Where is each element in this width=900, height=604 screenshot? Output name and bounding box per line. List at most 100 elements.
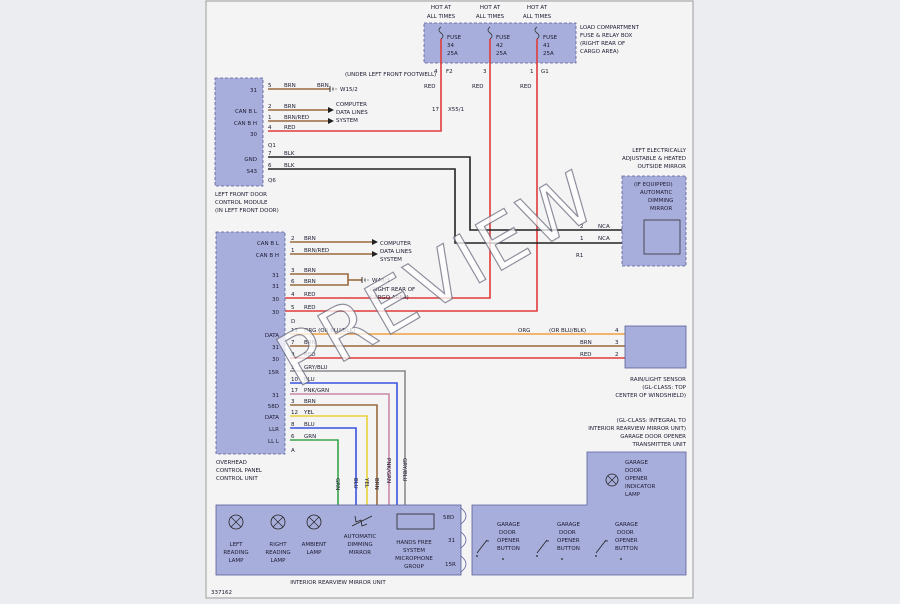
svg-text:34: 34	[447, 43, 454, 49]
rv-item-5d: GROUP	[404, 564, 424, 570]
outside-mirror: LEFT ELECTRICALLY ADJUSTABLE & HEATED OU…	[576, 148, 687, 267]
splice-pin: 17	[432, 107, 439, 113]
door-pin-1: 1	[268, 115, 272, 121]
oh-wire-org: ORG (OR BLU/BLK)	[304, 328, 355, 334]
oh-computer-1: COMPUTER	[380, 241, 411, 247]
oh-pin-6b: 6	[291, 434, 295, 440]
rv-connector-icon	[460, 507, 467, 573]
fuse-hot-label-1a: HOT AT	[431, 5, 452, 11]
fuse-hot-label-2b: ALL TIMES	[476, 14, 505, 20]
fuse-pin-3: 3	[483, 69, 487, 75]
door-pin-label-canh: CAN B H	[234, 121, 257, 127]
mirror-title-2: ADJUSTABLE & HEATED	[622, 156, 686, 162]
svg-text:GARAGE: GARAGE	[615, 522, 639, 528]
door-pin-5: 5	[268, 83, 272, 89]
ground-symbol-icon	[361, 277, 369, 283]
oh-computer-3: SYSTEM	[380, 257, 402, 263]
door-computer-2: DATA LINES	[336, 110, 368, 116]
svg-text:25A: 25A	[543, 51, 554, 57]
door-wire-blk-1: BLK	[284, 151, 295, 157]
door-ground-name: W15/2	[340, 87, 358, 93]
oh-pin-2: 2	[291, 236, 295, 242]
rv-wire-brn: BRN	[373, 478, 379, 490]
oh-label-lll: LL L	[268, 439, 280, 445]
rv-wire-blu: BLU	[352, 478, 358, 489]
garage-lamp-2: DOOR	[625, 468, 642, 474]
rv-item-1c: LAMP	[228, 558, 244, 564]
oh-pin-6: 6	[291, 279, 295, 285]
svg-text:FUSE: FUSE	[496, 35, 511, 41]
door-pin-label-31: 31	[250, 88, 257, 94]
svg-text:DOOR: DOOR	[559, 530, 576, 536]
overhead-unit: CAN B L CAN B H 31 31 30 30 DATA 31 30 1…	[215, 231, 415, 482]
garage-note-2: INTERIOR REARVIEW MIRROR UNIT)	[588, 426, 686, 432]
oh-label-31d: 31	[272, 393, 279, 399]
oh-caption-2: CONTROL PANEL	[216, 468, 263, 474]
overhead-box	[215, 231, 286, 455]
mirror-wire-nca-2: NCA	[598, 236, 610, 242]
fuse-42: FUSE 42 25A	[487, 26, 511, 57]
svg-text:FUSE: FUSE	[447, 35, 462, 41]
garage-note-4: TRANSMITTER UNIT	[632, 442, 687, 448]
microphone-icon	[396, 513, 435, 530]
mirror-pin-1: 1	[580, 236, 584, 242]
mirror-inner-4: MIRROR	[650, 206, 672, 212]
rv-item-4a: AUTOMATIC	[344, 534, 377, 540]
rain-pin-4: 4	[615, 328, 619, 334]
fuse-41: FUSE 41 25A	[534, 26, 558, 57]
oh-caption-1: OVERHEAD	[216, 460, 247, 466]
fuse-box-title-2: FUSE & RELAY BOX	[580, 33, 633, 39]
door-conn-q6: Q6	[268, 178, 276, 184]
garage-box	[471, 451, 687, 576]
svg-text:DOOR: DOOR	[617, 530, 634, 536]
svg-text:BUTTON: BUTTON	[497, 546, 520, 552]
door-caption-1: LEFT FRONT DOOR	[215, 192, 267, 198]
oh-label-30b: 30	[272, 310, 279, 316]
wire-brn-58d	[290, 404, 378, 505]
wire-grn	[290, 439, 339, 505]
door-computer-1: COMPUTER	[336, 102, 367, 108]
fuse-box-title-3: (RIGHT REAR OF	[580, 41, 625, 47]
garage-lamp-1: GARAGE	[625, 460, 649, 466]
oh-pin-10: 10	[291, 377, 298, 383]
garage-lamp-3: OPENER	[625, 476, 648, 482]
rearview-mirror-unit: GRN BLU YEL BRN PNK/GRN GRY/BLU LEFT REA…	[215, 458, 467, 586]
garage-note-3: GARAGE DOOR OPENER	[620, 434, 686, 440]
garage-button-2: GARAGE DOOR OPENER BUTTON	[536, 522, 581, 560]
oh-pin-17: 17	[291, 388, 298, 394]
oh-ground-note-1: (RIGHT REAR OF	[370, 287, 415, 293]
mirror-inner-3: DIMMING	[648, 198, 673, 204]
wire-pnkgrn	[290, 393, 390, 505]
wire-blk-gnd	[268, 156, 640, 231]
rv-wire-pnkgrn: PNK/GRN	[385, 458, 391, 483]
dimming-mirror-icon	[351, 515, 373, 527]
oh-pin-3: 3	[291, 268, 295, 274]
fuse-pin-1: 1	[530, 69, 534, 75]
oh-label-llr: LLR	[269, 427, 279, 433]
oh-pin-3b: 3	[291, 399, 295, 405]
rain-caption-3: CENTER OF WINDSHIELD)	[615, 393, 686, 399]
oh-wire-grn: GRN	[304, 434, 316, 440]
rv-wire-yel: YEL	[363, 477, 369, 489]
rain-wire-red: RED	[580, 352, 592, 358]
door-pin-label-canl: CAN B L	[235, 109, 258, 115]
garage-button-3: GARAGE DOOR OPENER BUTTON	[595, 522, 639, 560]
oh-pin-11: 11	[291, 328, 298, 334]
fuse-hot-label-1b: ALL TIMES	[427, 14, 456, 20]
oh-label-30a: 30	[272, 297, 279, 303]
rv-item-5c: MICROPHONE	[395, 556, 433, 562]
arrow-right-icon	[328, 107, 334, 113]
wire-blu-llr	[290, 427, 357, 505]
garage-lamp-5: LAMP	[625, 492, 641, 498]
fuse-box-outline	[423, 22, 577, 64]
rv-item-2a: RIGHT	[269, 542, 287, 548]
door-wire-brn-2: BRN	[284, 104, 296, 110]
door-module: 31 CAN B L CAN B H 30 GND S43 5 2 1 4 7 …	[214, 72, 436, 214]
rain-sensor: ORG (OR BLU/BLK) BRN RED 4 3 2 RAIN/LIGH…	[518, 325, 687, 399]
wire-yel	[290, 415, 368, 505]
oh-caption-3: CONTROL UNIT	[216, 476, 258, 482]
oh-wire-brn-can: BRN	[304, 236, 316, 242]
door-caption-2: CONTROL MODULE	[215, 200, 268, 206]
